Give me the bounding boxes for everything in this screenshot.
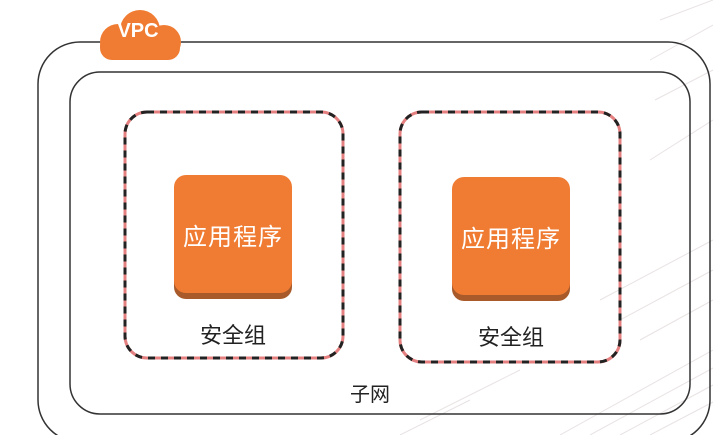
vpc-boundary bbox=[37, 41, 711, 435]
vpc-cloud-tag bbox=[100, 10, 181, 60]
application-box-1: 应用程序 bbox=[174, 175, 292, 293]
application-label-1: 应用程序 bbox=[183, 222, 283, 251]
application-box-2: 应用程序 bbox=[452, 177, 570, 295]
background-pattern bbox=[399, 0, 713, 435]
security-group-label-1: 安全组 bbox=[199, 324, 266, 349]
vpc-label: VPC bbox=[117, 20, 159, 42]
application-label-2: 应用程序 bbox=[461, 224, 561, 253]
subnet-label: 子网 bbox=[350, 382, 390, 406]
security-group-2-border bbox=[398, 110, 622, 364]
security-group-label-2: 安全组 bbox=[477, 326, 544, 351]
security-group-1-border bbox=[123, 110, 345, 360]
subnet-boundary bbox=[69, 71, 691, 415]
